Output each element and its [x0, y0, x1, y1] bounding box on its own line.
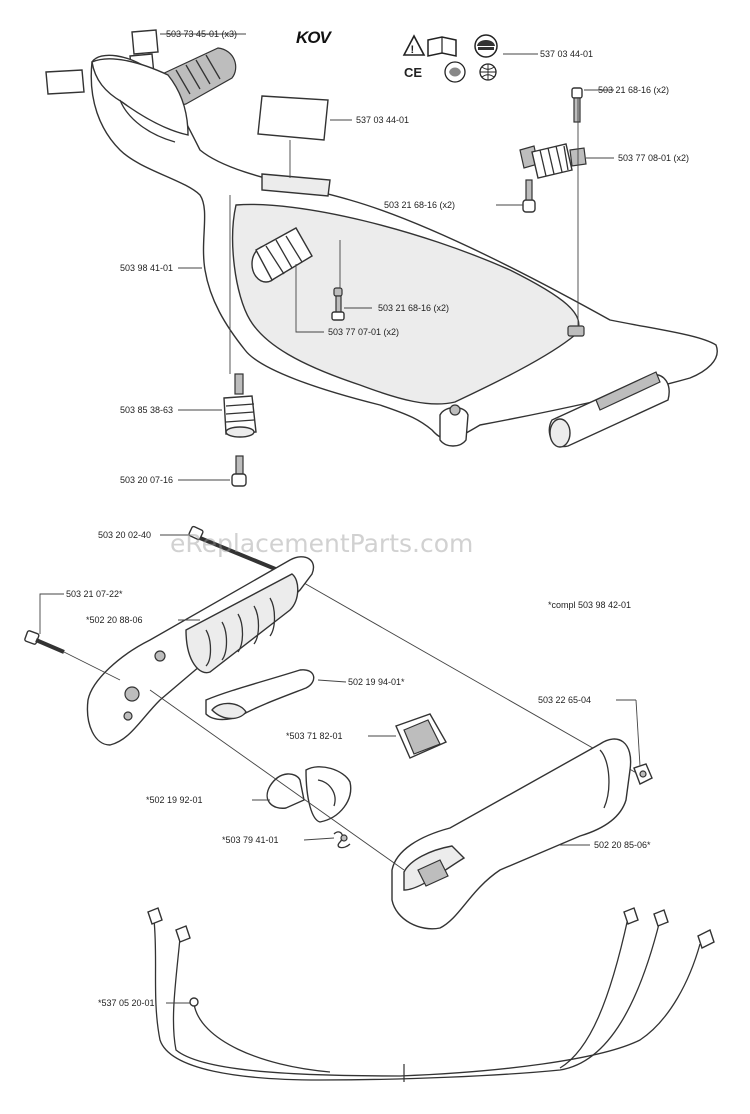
label-compl-note: *compl 503 98 42-01	[548, 600, 631, 610]
svg-text:CE: CE	[404, 65, 422, 80]
ce-mark-icon: CE	[404, 65, 422, 80]
nut	[633, 763, 653, 785]
throttle-trigger	[205, 669, 315, 721]
label-warning-decal: 537 03 44-01	[540, 49, 593, 59]
buffer-spring-inner	[251, 227, 345, 321]
label-long-screw: 503 20 02-40	[98, 530, 151, 540]
warning-triangle-icon: !	[402, 34, 426, 56]
svg-text:!: !	[411, 44, 415, 56]
leader-lines-top	[160, 33, 614, 481]
handle-half	[86, 556, 315, 746]
label-handle-decal: 537 03 44-01	[356, 115, 409, 125]
label-front-handle: 503 98 41-01	[120, 263, 173, 273]
manual-book-icon	[427, 36, 457, 57]
label-screw-lower: 503 21 07-22*	[66, 589, 123, 599]
watermark: eReplacementParts.com	[170, 529, 473, 558]
front-handle-body	[90, 47, 718, 448]
rear-grip	[391, 738, 632, 930]
label-wiring-harness: *537 05 20-01	[98, 998, 155, 1008]
helmet-icon	[474, 34, 498, 58]
screw-lower	[24, 630, 121, 681]
label-screw-mid: 503 21 68-16 (x2)	[384, 200, 455, 210]
label-nut: 503 22 65-04	[538, 695, 591, 705]
switch	[395, 713, 447, 759]
leader-lines-bottom	[39, 534, 641, 1004]
warning-decal: ! CE	[402, 34, 498, 83]
small-spring	[333, 831, 351, 849]
buffer-assembly	[223, 373, 257, 487]
label-buffer-spring: 503 77 07-01 (x2)	[328, 327, 399, 337]
globe-icon	[479, 63, 497, 81]
label-switch: *503 71 82-01	[286, 731, 343, 741]
brand-logo: KOV	[296, 28, 334, 47]
label-bottom-screw: 503 20 07-16	[120, 475, 173, 485]
label-rear-grip: 502 20 85-06*	[594, 840, 651, 850]
label-lockout: *502 19 92-01	[146, 795, 203, 805]
label-buffer: 503 85 38-63	[120, 405, 173, 415]
label-spring: 503 77 08-01 (x2)	[618, 153, 689, 163]
spring-top	[519, 87, 587, 213]
label-decal-x3: 503 73 45-01 (x3)	[166, 29, 237, 39]
label-handle-half: *502 20 88-06	[86, 615, 143, 625]
wiring-harness	[147, 907, 715, 1082]
label-screw-top: 503 21 68-16 (x2)	[598, 85, 669, 95]
lockout-lever	[266, 766, 352, 823]
handle-decal	[257, 95, 331, 197]
svg-text:KOV: KOV	[296, 28, 333, 47]
label-throttle-trigger: 502 19 94-01*	[348, 677, 405, 687]
stop-hands-icon	[444, 61, 466, 83]
label-screw-inner: 503 21 68-16 (x2)	[378, 303, 449, 313]
label-spring-small: *503 79 41-01	[222, 835, 279, 845]
